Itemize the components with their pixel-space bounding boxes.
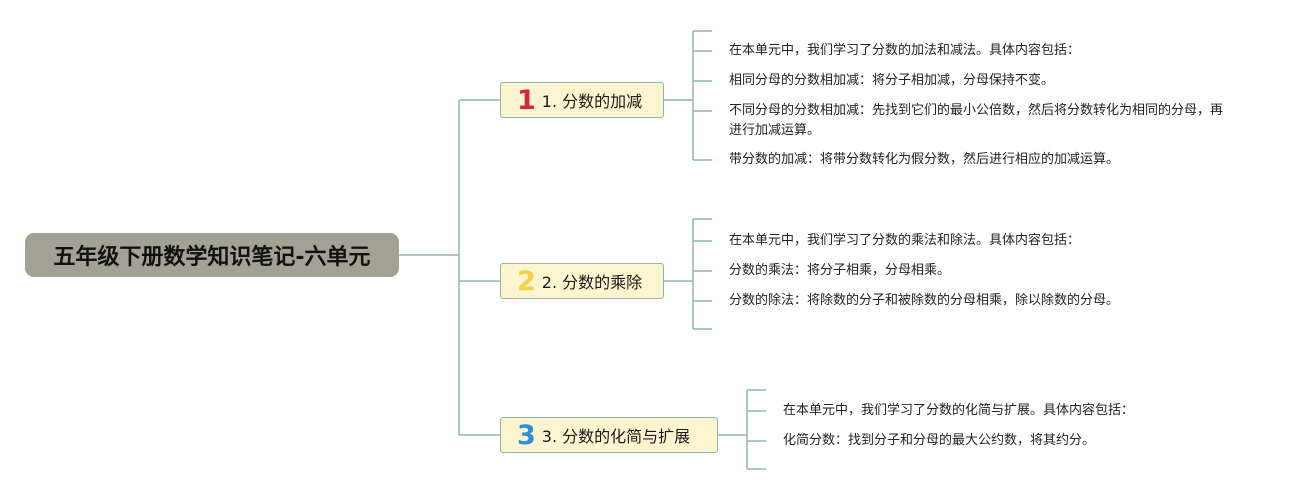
leaf-topic[interactable]: 在本单元中，我们学习了分数的加法和减法。具体内容包括： <box>729 43 1081 58</box>
branch-label: 3. 分数的化简与扩展 <box>541 427 691 446</box>
leaf-topic[interactable]: 在本单元中，我们学习了分数的化简与扩展。具体内容包括： <box>783 403 1135 418</box>
branch-fraction-add-subtract[interactable]: 1 1. 分数的加减 <box>500 82 664 118</box>
branch-label: 2. 分数的乘除 <box>541 273 643 292</box>
leaf-topic[interactable]: 分数的除法：将除数的分子和被除数的分母相乘，除以除数的分母。 <box>729 293 1120 308</box>
leaf-topic[interactable]: 不同分母的分数相加减：先找到它们的最小公倍数，然后将分数转化为相同的分母，再进行… <box>729 103 1224 138</box>
number-badge-3-icon: 3 <box>517 419 536 451</box>
leaf-topic[interactable]: 化简分数：找到分子和分母的最大公约数，将其约分。 <box>783 433 1096 448</box>
leaf-topic[interactable]: 相同分母的分数相加减：将分子相加减，分母保持不变。 <box>729 73 1055 88</box>
branch-label: 1. 分数的加减 <box>541 92 643 111</box>
leaf-topic[interactable]: 带分数的加减：将带分数转化为假分数，然后进行相应的加减运算。 <box>729 152 1120 167</box>
root-title: 五年级下册数学知识笔记-六单元 <box>53 245 371 270</box>
root-topic[interactable]: 五年级下册数学知识笔记-六单元 <box>25 233 399 277</box>
leaf-topic[interactable]: 在本单元中，我们学习了分数的乘法和除法。具体内容包括： <box>729 233 1081 248</box>
leaf-topic[interactable]: 分数的乘法：将分子相乘，分母相乘。 <box>729 263 951 278</box>
number-badge-2-icon: 2 <box>517 265 536 297</box>
branch-fraction-multiply-divide[interactable]: 2 2. 分数的乘除 <box>500 263 664 299</box>
branch-fraction-simplify-expand[interactable]: 3 3. 分数的化简与扩展 <box>500 417 718 453</box>
number-badge-1-icon: 1 <box>517 84 536 116</box>
